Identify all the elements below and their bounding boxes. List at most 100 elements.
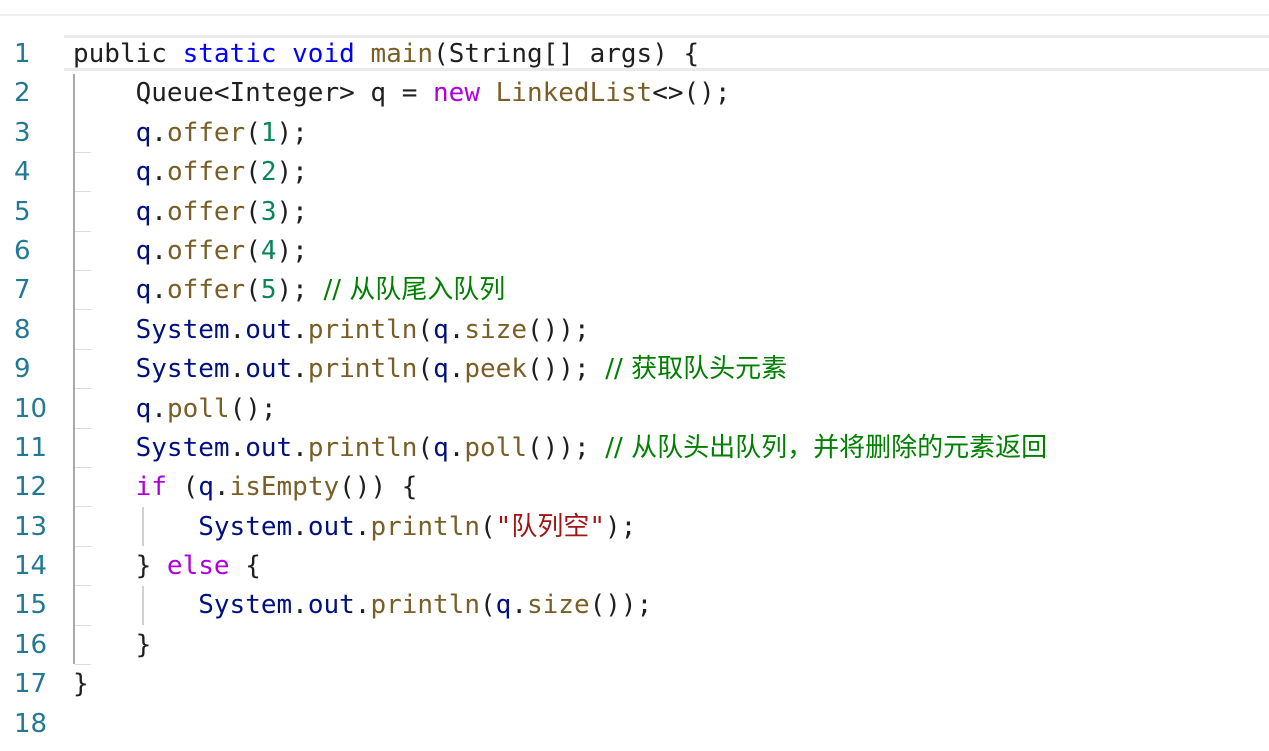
- code-token: ());: [527, 314, 590, 345]
- code-token: new: [433, 78, 480, 109]
- code-line[interactable]: 2 Queue<Integer> q = new LinkedList<>();: [0, 74, 1269, 113]
- code-token: q: [433, 354, 449, 385]
- indent-tick: [75, 624, 91, 626]
- code-line[interactable]: 18: [0, 705, 1269, 744]
- code-comment: // 从队头出队列，并将删除的元素返回: [605, 432, 1048, 463]
- line-code: System.out.println("队列空");: [73, 508, 636, 547]
- line-code: public static void main(String[] args) {: [73, 35, 699, 74]
- code-line[interactable]: 16 }: [0, 626, 1269, 665]
- code-line[interactable]: 9 System.out.println(q.peek()); // 获取队头元…: [0, 350, 1269, 389]
- line-number: 16: [14, 629, 48, 660]
- code-token: .: [229, 314, 246, 345]
- line-code: System.out.println(q.poll()); // 从队头出队列，…: [73, 429, 1047, 468]
- line-code: System.out.println(q.size());: [73, 586, 652, 625]
- code-token: [73, 275, 136, 305]
- indent-tick: [75, 388, 91, 390]
- code-token: .: [354, 590, 371, 621]
- code-token: Queue<Integer> q =: [73, 78, 434, 109]
- code-token: q: [135, 393, 152, 424]
- line-code: }: [73, 665, 89, 704]
- code-line[interactable]: 17}: [0, 665, 1269, 704]
- code-token: .: [151, 196, 167, 227]
- code-token: offer: [166, 196, 246, 227]
- code-token: if: [135, 472, 167, 503]
- code-token: {: [229, 551, 261, 582]
- code-token: [355, 39, 371, 69]
- code-token: offer: [166, 235, 246, 266]
- indent-tick: [75, 348, 91, 350]
- code-token: q: [433, 432, 449, 463]
- code-line[interactable]: 3 q.offer(1);: [0, 114, 1269, 153]
- code-token: .: [292, 314, 308, 345]
- code-token: out: [245, 314, 293, 345]
- code-token: 2: [260, 157, 277, 188]
- code-token: println: [370, 590, 481, 621]
- code-token: q: [135, 275, 152, 306]
- code-token: println: [370, 511, 481, 542]
- line-code: System.out.println(q.peek()); // 获取队头元素: [73, 350, 787, 389]
- code-line[interactable]: 15 System.out.println(q.size());: [0, 586, 1269, 625]
- code-token: System: [198, 511, 293, 542]
- code-token: .: [354, 511, 371, 542]
- line-code: q.offer(1);: [73, 114, 308, 153]
- code-token: [480, 78, 496, 108]
- code-line[interactable]: 5 q.offer(3);: [0, 193, 1269, 232]
- code-comment: // 获取队头元素: [605, 354, 788, 385]
- indent-tick: [75, 467, 91, 468]
- code-token: [73, 472, 136, 502]
- code-token: System: [135, 314, 230, 345]
- code-line[interactable]: 13 System.out.println("队列空");: [0, 508, 1269, 547]
- code-token: [73, 512, 198, 542]
- line-code: } else {: [73, 547, 261, 586]
- code-token: offer: [166, 157, 246, 188]
- line-code: if (q.isEmpty()) {: [73, 468, 418, 507]
- code-line[interactable]: 7 q.offer(5); // 从队尾入队列: [0, 271, 1269, 310]
- code-line[interactable]: 10 q.poll();: [0, 390, 1269, 429]
- code-token: (: [245, 117, 261, 148]
- code-token: System: [198, 590, 293, 621]
- code-token: public: [73, 39, 183, 69]
- line-number: 11: [14, 432, 48, 463]
- code-token: [73, 433, 136, 463]
- code-token: out: [307, 590, 355, 621]
- code-token: .: [448, 432, 465, 463]
- indent-tick: [75, 191, 91, 193]
- code-token: [73, 590, 198, 620]
- code-token: out: [245, 432, 293, 463]
- code-token: q: [433, 314, 449, 345]
- code-token: .: [511, 590, 527, 621]
- code-token: q: [135, 235, 152, 266]
- code-token: .: [292, 511, 308, 542]
- code-token: (String[] args) {: [433, 39, 700, 69]
- code-token: out: [307, 511, 355, 542]
- code-token: else: [166, 551, 230, 582]
- line-number: 10: [14, 393, 48, 424]
- code-token: LinkedList: [495, 78, 653, 109]
- top-divider: [0, 14, 1269, 16]
- code-token: ());: [527, 432, 606, 463]
- code-token: [73, 197, 136, 227]
- code-token: .: [151, 393, 167, 424]
- code-token: <>();: [652, 78, 731, 109]
- code-line[interactable]: 6 q.offer(4);: [0, 232, 1269, 271]
- code-token: .: [151, 235, 167, 266]
- code-token: .: [229, 354, 246, 385]
- code-token: q: [495, 590, 512, 621]
- code-token: );: [276, 275, 324, 306]
- code-line[interactable]: 14 } else {: [0, 547, 1269, 586]
- indent-tick: [75, 664, 91, 665]
- code-token: .: [213, 472, 230, 503]
- code-line[interactable]: 11 System.out.println(q.poll()); // 从队头出…: [0, 429, 1269, 468]
- code-line[interactable]: 8 System.out.println(q.size());: [0, 311, 1269, 350]
- indent-tick: [75, 230, 91, 232]
- indent-guide-method-body: [73, 74, 75, 664]
- code-token: .: [151, 117, 167, 148]
- code-line[interactable]: 12 if (q.isEmpty()) {: [0, 468, 1269, 507]
- line-number: 17: [14, 669, 48, 700]
- code-token: isEmpty: [229, 472, 340, 503]
- code-line[interactable]: 4 q.offer(2);: [0, 153, 1269, 192]
- code-token: (: [417, 354, 434, 385]
- code-token: (: [417, 314, 434, 345]
